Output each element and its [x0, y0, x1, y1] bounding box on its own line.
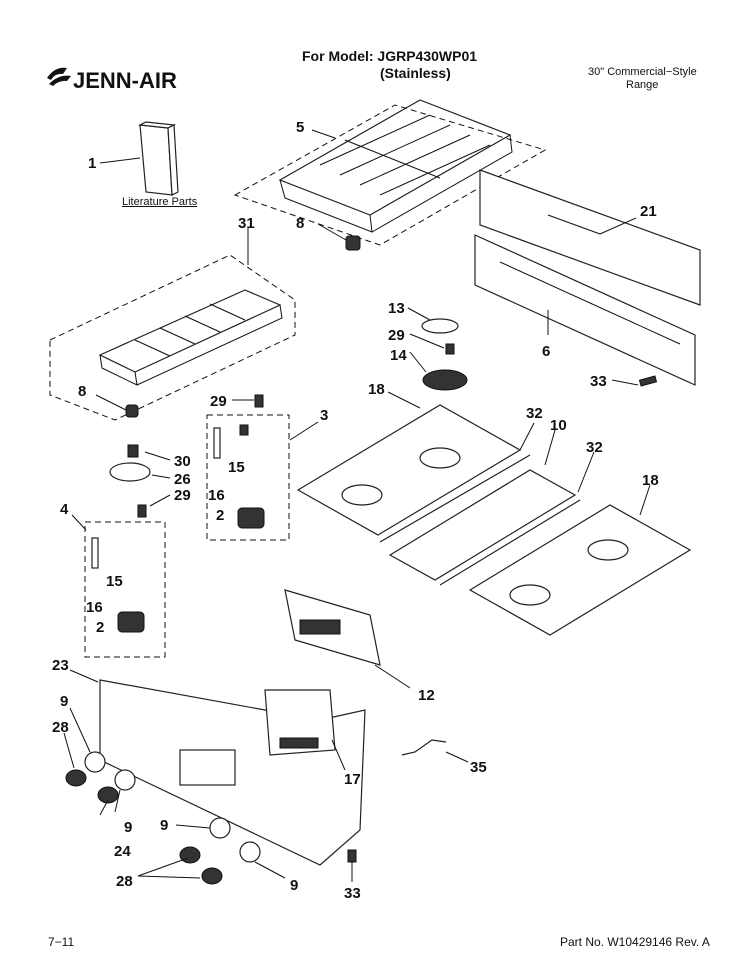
part-number: Part No. W10429146 Rev. A — [560, 935, 710, 949]
model-variant: (Stainless) — [380, 65, 451, 81]
callout-16: 16 — [208, 487, 225, 504]
brand-name: JENN-AIR — [73, 68, 177, 93]
burner-head[interactable] — [422, 369, 468, 391]
display-module[interactable] — [264, 689, 336, 756]
callout-2: 2 — [216, 507, 224, 524]
callout-12: 12 — [418, 687, 435, 704]
trim-strip-right[interactable] — [439, 499, 581, 586]
page-number: 7−11 — [48, 935, 75, 949]
control-module[interactable] — [284, 589, 381, 666]
valve-screw[interactable] — [254, 394, 264, 408]
wok-grate-foot[interactable] — [125, 404, 139, 418]
callout-18: 18 — [368, 381, 385, 398]
callout-16: 16 — [86, 599, 103, 616]
backguard-screw[interactable] — [638, 375, 658, 387]
callout-21: 21 — [640, 203, 657, 220]
callout-3: 3 — [320, 407, 328, 424]
callout-28: 28 — [52, 719, 69, 736]
callout-15: 15 — [228, 459, 245, 476]
callout-2: 2 — [96, 619, 104, 636]
callout-24: 24 — [114, 843, 131, 860]
literature-booklet[interactable] — [137, 121, 179, 196]
callout-15: 15 — [106, 573, 123, 590]
bracket[interactable] — [401, 739, 447, 756]
burner-tray-right[interactable] — [468, 504, 692, 636]
product-description-line2: Range — [626, 79, 659, 91]
burner-screw[interactable] — [445, 343, 455, 355]
jenn-air-logo-icon: JENN-AIR — [47, 67, 177, 93]
callout-29: 29 — [210, 393, 227, 410]
callout-17: 17 — [344, 771, 361, 788]
callout-18: 18 — [642, 472, 659, 489]
literature-parts-label: Literature Parts — [122, 196, 198, 208]
backguard-upper[interactable] — [479, 169, 701, 306]
callout-9: 9 — [290, 877, 298, 894]
callout-8: 8 — [296, 215, 304, 232]
model-line: For Model: JGRP430WP01 — [302, 48, 478, 64]
burner-cap[interactable] — [421, 318, 459, 334]
callout-32: 32 — [526, 405, 543, 422]
valve-stem[interactable] — [127, 444, 139, 458]
callout-13: 13 — [388, 300, 405, 317]
callout-29: 29 — [388, 327, 405, 344]
callout-9: 9 — [124, 819, 132, 836]
grate[interactable] — [278, 99, 513, 233]
callout-23: 23 — [52, 657, 69, 674]
callout-33: 33 — [590, 373, 607, 390]
callout-29: 29 — [174, 487, 191, 504]
valve-assembly[interactable] — [213, 424, 265, 529]
knob-bezel[interactable] — [84, 751, 261, 863]
callout-28: 28 — [116, 873, 133, 890]
mounting-plate[interactable] — [109, 462, 151, 482]
callout-5: 5 — [296, 119, 304, 136]
callout-14: 14 — [390, 347, 407, 364]
valve-screw-small[interactable] — [137, 504, 147, 518]
panel-screw[interactable] — [347, 849, 357, 863]
wok-grate[interactable] — [98, 289, 283, 386]
valve-assembly-left[interactable] — [91, 537, 145, 633]
center-trim-panel[interactable] — [388, 469, 577, 581]
callout-30: 30 — [174, 453, 191, 470]
brand-logo: JENN-AIR — [45, 58, 205, 103]
callout-8: 8 — [78, 383, 86, 400]
callout-9: 9 — [160, 817, 168, 834]
callout-6: 6 — [542, 343, 550, 360]
callout-33: 33 — [344, 885, 361, 902]
callout-10: 10 — [550, 417, 567, 434]
burner-tray-left[interactable] — [296, 404, 522, 536]
product-description: 30" Commercial−Style — [588, 66, 697, 78]
callout-31: 31 — [238, 215, 255, 232]
grate-foot[interactable] — [345, 235, 361, 251]
callout-32: 32 — [586, 439, 603, 456]
trim-strip[interactable] — [379, 454, 531, 543]
callout-35: 35 — [470, 759, 487, 776]
control-knob[interactable] — [65, 769, 223, 885]
backguard-lower[interactable] — [474, 234, 696, 386]
exploded-view-diagram: 1 5 8 31 21 6 13 29 14 33 18 29 3 8 30 2… — [49, 99, 701, 902]
callout-26: 26 — [174, 471, 191, 488]
callout-9: 9 — [60, 693, 68, 710]
callout-1: 1 — [88, 155, 96, 172]
callout-4: 4 — [60, 501, 69, 518]
